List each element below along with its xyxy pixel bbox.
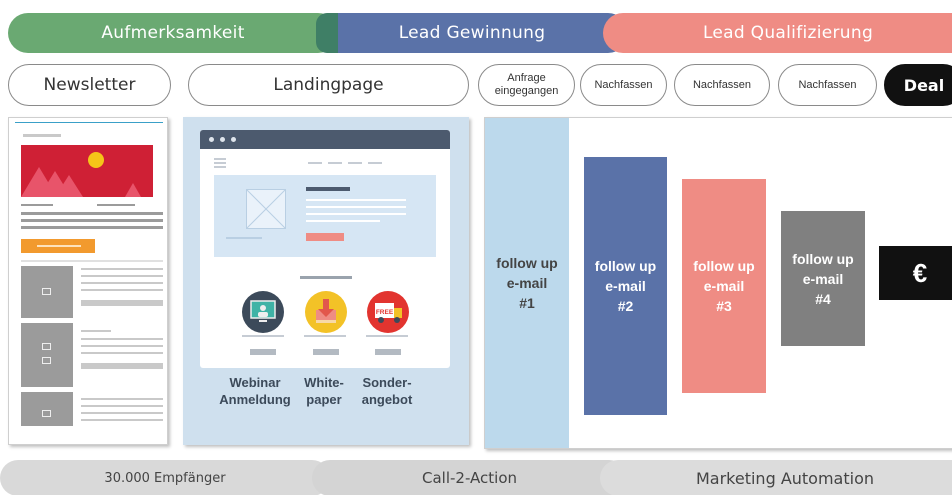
- nav-dash: [368, 162, 382, 164]
- newsletter-image-block: [21, 392, 73, 426]
- followup-email-3: follow up e-mail #3: [682, 179, 766, 393]
- caption-line: Sonder-: [362, 375, 412, 390]
- followup-line: follow up: [496, 255, 558, 271]
- step-nachfassen-1: Nachfassen: [580, 64, 667, 106]
- newsletter-image-block: [21, 266, 73, 318]
- followup-line: #4: [815, 290, 831, 307]
- phase-lead-gewinnung: Lead Gewinnung: [316, 13, 628, 53]
- followup-email-4: follow up e-mail #4: [781, 211, 865, 346]
- followup-line: e-mail: [506, 275, 548, 291]
- image-icon: [42, 410, 51, 417]
- offer-line: [242, 335, 284, 337]
- followup-line: #2: [617, 298, 634, 314]
- hamburger-menu-icon: [214, 158, 226, 168]
- webinar-icon: [242, 291, 284, 333]
- step-nachfassen-2: Nachfassen: [674, 64, 770, 106]
- followup-line: follow up: [792, 250, 854, 267]
- image-icon: [42, 343, 51, 350]
- browser-titlebar: [200, 130, 450, 149]
- step-anfrage-line1: Anfrage: [507, 72, 546, 84]
- caption-line: Anmeldung: [219, 392, 291, 407]
- phase-lead-qualifizierung: Lead Qualifizierung: [603, 13, 952, 53]
- step-anfrage-line2: eingegangen: [494, 85, 559, 97]
- offer-line: [366, 335, 408, 337]
- phase-aufmerksamkeit: Aufmerksamkeit: [8, 13, 338, 53]
- followup-line: follow up: [594, 258, 657, 274]
- newsletter-cta-button: [21, 239, 95, 253]
- newsletter-text-line: [21, 204, 53, 206]
- bottom-call-to-action: Call-2-Action: [312, 460, 627, 495]
- phase-overlap-dot: [316, 13, 338, 53]
- newsletter-lines: [81, 268, 163, 306]
- newsletter-hero-image: [21, 145, 153, 197]
- step-deal: Deal: [884, 64, 952, 106]
- window-dot-icon: [209, 137, 214, 142]
- offer-button: [313, 349, 339, 355]
- bottom-recipients: 30.000 Empfänger: [0, 460, 330, 495]
- window-dot-icon: [220, 137, 225, 142]
- browser-window: FREE: [200, 130, 450, 368]
- newsletter-text-line: [21, 226, 163, 229]
- newsletter-header-bar: [23, 134, 61, 137]
- newsletter-lines: [81, 398, 163, 421]
- offer-button: [375, 349, 401, 355]
- caption-line: paper: [306, 392, 342, 407]
- hero-cta-button: [306, 233, 344, 241]
- free-badge-text: FREE: [376, 309, 394, 316]
- bottom-marketing-automation: Marketing Automation: [600, 460, 952, 495]
- nav-dash: [308, 162, 322, 164]
- newsletter-lines: [81, 330, 163, 369]
- offer-caption-whitepaper: White- paper: [294, 374, 354, 408]
- automation-panel: follow up e-mail #1 follow up e-mail #2 …: [484, 117, 952, 449]
- image-icon: [42, 357, 51, 364]
- followup-email-2: follow up e-mail #2: [584, 157, 667, 415]
- whitepaper-download-icon: [305, 291, 347, 333]
- newsletter-text-line: [97, 204, 135, 206]
- offer-caption-sonderangebot: Sonder- angebot: [352, 374, 422, 408]
- newsletter-mockup: [8, 117, 168, 445]
- hero-section: [214, 175, 436, 257]
- image-icon: [42, 288, 51, 295]
- followup-line: e-mail: [802, 270, 844, 287]
- newsletter-image-block: [21, 323, 73, 387]
- window-dot-icon: [231, 137, 236, 142]
- section-heading-bar: [300, 276, 352, 279]
- newsletter-text-line: [21, 219, 163, 222]
- phase-label: Lead Qualifizierung: [702, 23, 874, 43]
- step-nachfassen-3: Nachfassen: [778, 64, 877, 106]
- phase-label: Aufmerksamkeit: [101, 23, 245, 43]
- offer-button: [250, 349, 276, 355]
- followup-line: follow up: [693, 258, 755, 274]
- landingpage-mockup: FREE Webinar Anmeldung White- paper Sond…: [183, 117, 469, 445]
- followup-line: #1: [519, 295, 535, 311]
- newsletter-text-line: [21, 212, 163, 215]
- step-newsletter: Newsletter: [8, 64, 171, 106]
- mountain-sun-icon: [21, 152, 141, 197]
- step-landingpage: Landingpage: [188, 64, 469, 106]
- caption-line: angebot: [361, 392, 413, 407]
- free-offer-truck-icon: FREE: [367, 291, 409, 333]
- followup-line: #3: [716, 298, 732, 314]
- followup-email-1: follow up e-mail #1: [485, 118, 569, 448]
- step-anfrage: Anfrage eingegangen: [478, 64, 575, 106]
- nav-dash: [348, 162, 362, 164]
- offer-caption-webinar: Webinar Anmeldung: [215, 374, 295, 408]
- newsletter-divider: [21, 260, 163, 262]
- phase-label: Lead Gewinnung: [398, 23, 546, 43]
- caption-line: Webinar: [229, 375, 281, 390]
- nav-dash: [328, 162, 342, 164]
- newsletter-top-line: [15, 122, 163, 123]
- offer-line: [304, 335, 346, 337]
- deal-euro-box: €: [879, 246, 952, 300]
- caption-line: White-: [304, 375, 344, 390]
- followup-line: e-mail: [703, 278, 745, 294]
- followup-line: e-mail: [605, 278, 646, 294]
- image-placeholder-icon: [246, 189, 286, 229]
